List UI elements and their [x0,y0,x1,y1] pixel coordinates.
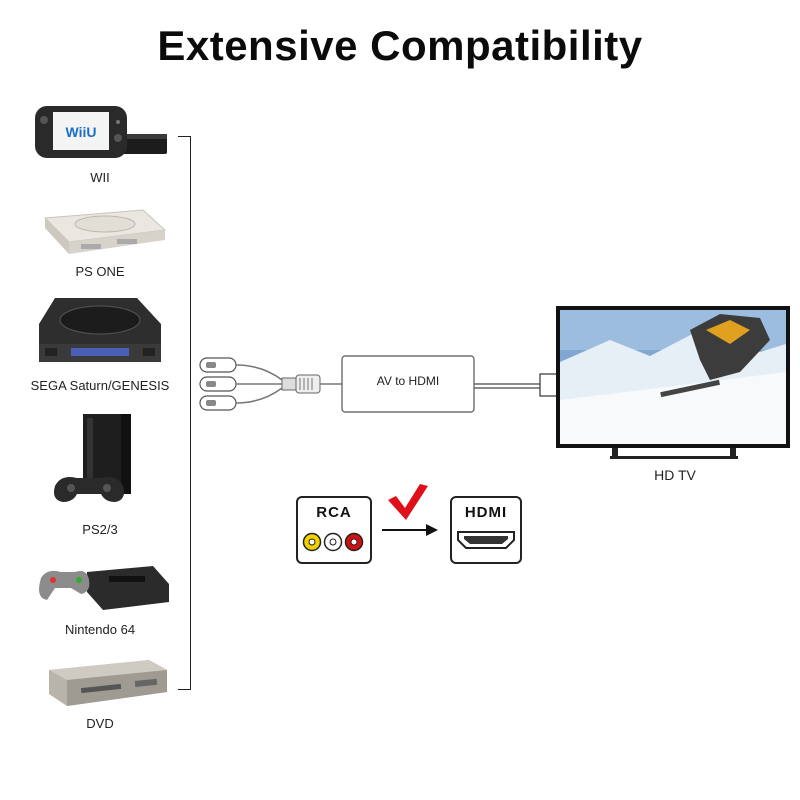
device-n64: Nintendo 64 [20,558,180,637]
converter-label: AV to HDMI [376,374,440,388]
ps2-console-icon [54,414,131,502]
device-wii: WiiU WII [20,100,180,185]
rca-plugs-icon [199,357,342,411]
tv-label: HD TV [654,467,696,483]
dvd-player-icon [49,660,167,706]
hdmi-connector-icon: HDMI [450,496,522,564]
hdmi-port-icon [457,531,515,549]
wii-screen-logo: WiiU [66,124,97,140]
hd-tv-icon [556,306,790,459]
device-label: DVD [86,716,114,731]
check-icon [388,484,428,520]
rca-label: RCA [316,504,352,521]
device-label: SEGA Saturn/GENESIS [30,378,170,393]
sega-saturn-console-icon [39,298,161,362]
ps-one-console-icon [43,209,167,254]
nintendo-64-console-icon [39,566,169,610]
device-ps2: PS2/3 [20,408,180,537]
device-label: PS2/3 [82,522,118,537]
rca-connector-icon: RCA [296,496,372,564]
device-label: WII [90,170,110,185]
hdmi-label: HDMI [464,504,508,521]
device-label: Nintendo 64 [64,622,136,637]
page-title: Extensive Compatibility [157,22,643,69]
device-ps-one: PS ONE [20,200,180,279]
device-sega-saturn: SEGA Saturn/GENESIS [20,292,180,393]
rca-jacks-icon [302,532,364,552]
devices-bracket [178,136,191,690]
hdmi-plug-icon [539,373,559,397]
device-label: PS ONE [75,264,125,279]
device-dvd: DVD [20,656,180,731]
wii-u-console-icon: WiiU [35,106,167,158]
